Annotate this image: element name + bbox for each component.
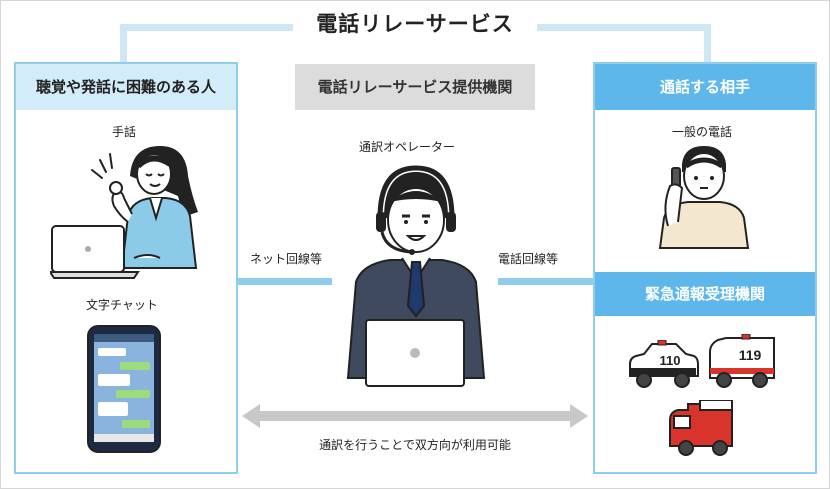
top-bracket-left-drop: [120, 24, 127, 64]
net-line: [238, 278, 332, 285]
phone-user-illustration: [658, 146, 750, 249]
smartphone-chat-illustration: [87, 325, 161, 453]
operator-illustration: [346, 165, 486, 387]
operator-label: 通訳オペレーター: [359, 140, 456, 154]
shock-lines: [91, 153, 113, 179]
police-number: 110: [660, 353, 681, 368]
right-panel: [593, 62, 817, 474]
top-bracket-right-drop: [704, 24, 711, 64]
bidirectional-arrow: [242, 404, 588, 428]
ambulance-illustration: 119: [709, 334, 775, 388]
left-panel-header: 聴覚や発話に困難のある人: [16, 64, 236, 110]
top-bracket-right: [535, 24, 711, 31]
right-panel-header: 通話する相手: [595, 64, 815, 110]
top-bracket-left: [120, 24, 295, 31]
phone-line-label: 電話回線等: [498, 252, 559, 266]
text-chat-label: 文字チャット: [86, 298, 158, 312]
fire-truck-illustration: [669, 400, 733, 456]
police-car-illustration: 110: [629, 340, 699, 388]
sign-language-user-illustration: [50, 146, 198, 279]
ambulance-number: 119: [739, 347, 762, 363]
provider-header: 電話リレーサービス提供機関: [295, 64, 535, 110]
net-line-label: ネット回線等: [250, 252, 323, 266]
general-phone-label: 一般の電話: [672, 125, 733, 139]
phone-line: [498, 278, 594, 285]
bidirectional-note: 通訳を行うことで双方向が利用可能: [319, 438, 511, 452]
chat-bubbles: [98, 348, 150, 428]
diagram-title: 電話リレーサービス: [293, 8, 537, 38]
emergency-header: 緊急通報受理機関: [595, 272, 815, 316]
sign-language-label: 手話: [112, 125, 137, 139]
